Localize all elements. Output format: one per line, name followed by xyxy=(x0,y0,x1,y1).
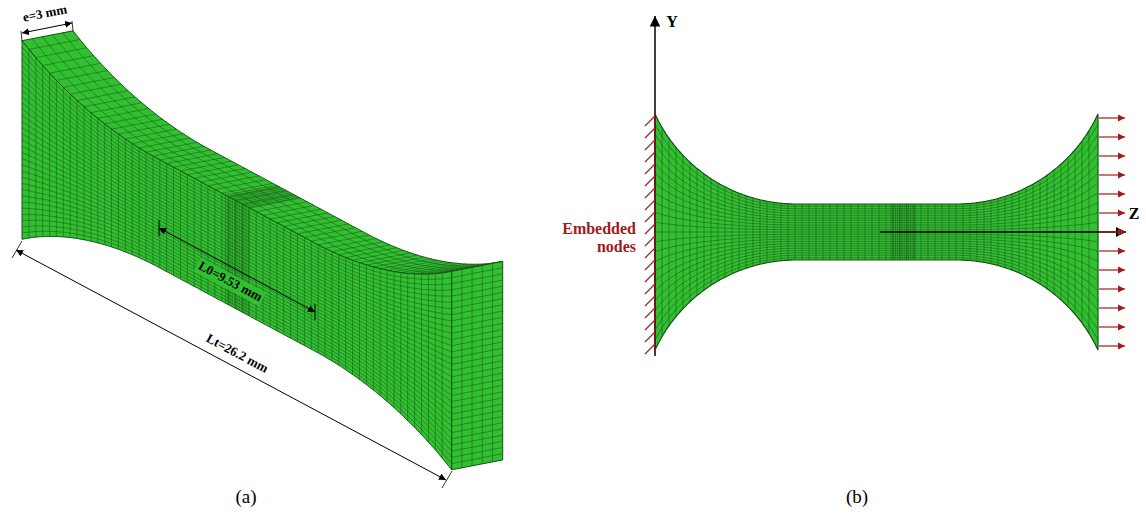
panel-label: (b) xyxy=(846,486,868,508)
extension-line xyxy=(72,21,73,31)
axes xyxy=(655,16,1126,356)
extension-line xyxy=(12,241,22,258)
load-arrow xyxy=(1099,345,1125,346)
boundary-conditions xyxy=(645,114,1125,354)
load-arrow xyxy=(1099,193,1125,194)
dimension-line xyxy=(159,228,315,312)
axis-label: Z xyxy=(1129,205,1140,223)
load-arrow xyxy=(1099,326,1125,327)
load-arrow xyxy=(1099,269,1125,270)
load-arrow xyxy=(1099,307,1125,308)
load-arrow xyxy=(1099,231,1125,232)
mesh-group xyxy=(22,31,1098,470)
front-face xyxy=(22,41,452,470)
load-arrow xyxy=(1099,117,1125,118)
dimension-label: Lt=26.2 mm xyxy=(202,330,273,377)
load-arrow xyxy=(1099,155,1125,156)
extension-line xyxy=(442,471,452,488)
z-axis xyxy=(880,231,1126,233)
dimension-line xyxy=(16,250,446,480)
boundary-label: Embedded nodes xyxy=(540,220,636,257)
fixed-support-hatch xyxy=(645,114,655,354)
mesh-lines xyxy=(22,47,452,464)
load-arrow xyxy=(1099,250,1125,251)
dimension-lines xyxy=(12,21,452,488)
load-arrow xyxy=(1099,136,1125,137)
end-face xyxy=(452,261,503,469)
axis-label: Y xyxy=(666,13,678,31)
extension-line xyxy=(21,31,22,41)
panel-label: (a) xyxy=(235,486,256,508)
load-arrow xyxy=(1099,174,1125,175)
mesh-lines xyxy=(452,263,503,468)
load-arrow xyxy=(1099,212,1125,213)
dimension-label: e=3 mm xyxy=(20,2,71,26)
load-arrow xyxy=(1099,288,1125,289)
